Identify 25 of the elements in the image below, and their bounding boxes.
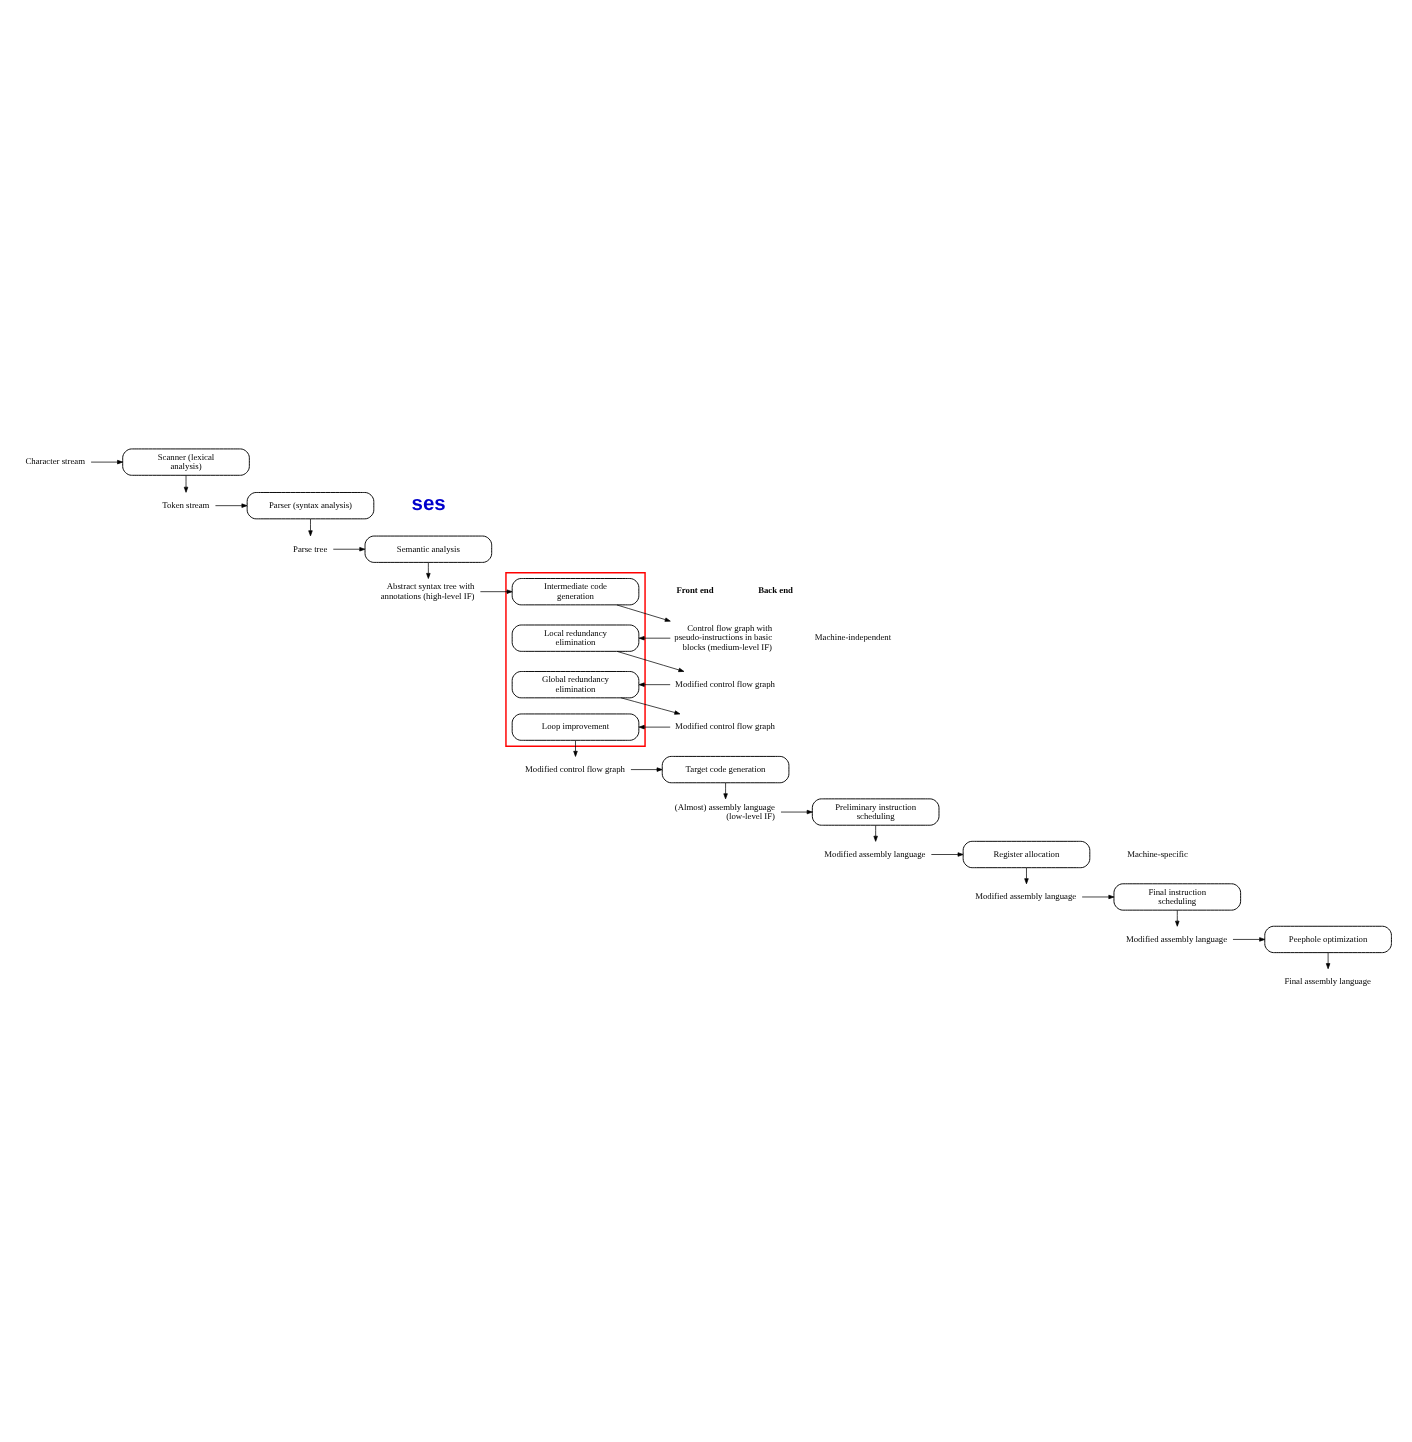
arrow xyxy=(616,603,671,621)
arrow xyxy=(480,588,513,593)
arrow xyxy=(1325,951,1331,969)
arrow xyxy=(573,739,578,756)
label: ses xyxy=(411,492,446,515)
arrow xyxy=(873,823,878,841)
arrow xyxy=(638,723,671,729)
arrow xyxy=(332,546,366,551)
arrow xyxy=(620,696,681,714)
arrow xyxy=(616,650,685,672)
arrow xyxy=(638,681,671,686)
arrow xyxy=(215,502,248,507)
arrow xyxy=(1232,936,1266,941)
arrow xyxy=(308,517,313,536)
arrow xyxy=(1175,908,1180,926)
arrow xyxy=(90,458,123,464)
arrow xyxy=(723,781,728,799)
arrow xyxy=(630,766,663,771)
arrow xyxy=(1081,893,1115,899)
arrow xyxy=(780,808,813,814)
arrow xyxy=(638,635,671,640)
arrow xyxy=(426,561,431,578)
arrow xyxy=(183,474,189,492)
arrow xyxy=(1024,866,1029,884)
arrow xyxy=(930,851,964,856)
